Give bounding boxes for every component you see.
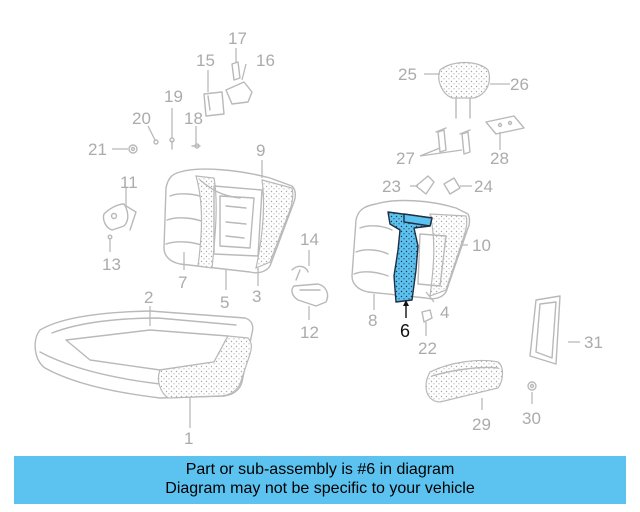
callout-15: 15 <box>196 51 215 70</box>
callout-5: 5 <box>220 293 229 312</box>
banner-line-disclaimer: Diagram may not be specific to your vehi… <box>165 480 475 497</box>
latch-part-12 <box>291 265 329 307</box>
callout-24: 24 <box>474 177 493 196</box>
callout-4: 4 <box>440 303 449 322</box>
hinge-hardware-part <box>191 61 253 149</box>
callout-30: 30 <box>522 409 541 428</box>
callout-20: 20 <box>132 109 151 128</box>
callout-12: 12 <box>300 323 319 342</box>
callout-14: 14 <box>300 230 319 249</box>
callout-21: 21 <box>88 140 107 159</box>
screw-part-22 <box>421 309 433 323</box>
callout-19: 19 <box>164 87 183 106</box>
side-panel-part-31 <box>529 295 561 365</box>
callout-7: 7 <box>178 273 187 292</box>
callout-27: 27 <box>396 149 415 168</box>
callout-23: 23 <box>382 177 401 196</box>
callout-3: 3 <box>252 287 261 306</box>
seat-cushion-part <box>34 310 254 399</box>
leader-lines <box>109 48 580 428</box>
callout-6: 6 <box>400 321 410 341</box>
left-seatback-part <box>163 168 297 274</box>
callout-29: 29 <box>472 415 491 434</box>
fastener-parts <box>128 137 175 154</box>
callout-31: 31 <box>584 333 603 352</box>
seat-parts-diagram: 1 2 3 4 5 6 7 8 9 10 11 12 13 14 15 16 1… <box>34 29 603 448</box>
callout-22: 22 <box>418 339 437 358</box>
callout-26: 26 <box>510 75 529 94</box>
part-info-banner: Part or sub-assembly is #6 in diagram Di… <box>14 456 626 504</box>
armrest-part-29 <box>425 359 504 403</box>
headrest-part <box>438 61 491 119</box>
callout-13: 13 <box>102 255 121 274</box>
callout-2: 2 <box>144 288 153 307</box>
callout-16: 16 <box>256 51 275 70</box>
headrest-guide-part <box>435 127 471 155</box>
callout-11: 11 <box>120 173 138 192</box>
highlighted-part-6 <box>387 211 433 303</box>
callout-1: 1 <box>184 429 193 448</box>
callout-18: 18 <box>184 109 203 128</box>
banner-line-part: Part or sub-assembly is #6 in diagram <box>185 461 455 478</box>
callout-9: 9 <box>256 141 265 160</box>
callout-8: 8 <box>368 311 377 330</box>
trim-part-28 <box>485 115 525 135</box>
bracket-part-13 <box>102 203 137 240</box>
clip-parts <box>415 175 461 195</box>
callout-17: 17 <box>228 29 247 48</box>
callout-10: 10 <box>472 236 491 255</box>
callout-25: 25 <box>398 65 417 84</box>
washer-part-30 <box>527 381 537 391</box>
callout-labels: 1 2 3 4 5 6 7 8 9 10 11 12 13 14 15 16 1… <box>88 29 603 448</box>
callout-28: 28 <box>490 149 509 168</box>
